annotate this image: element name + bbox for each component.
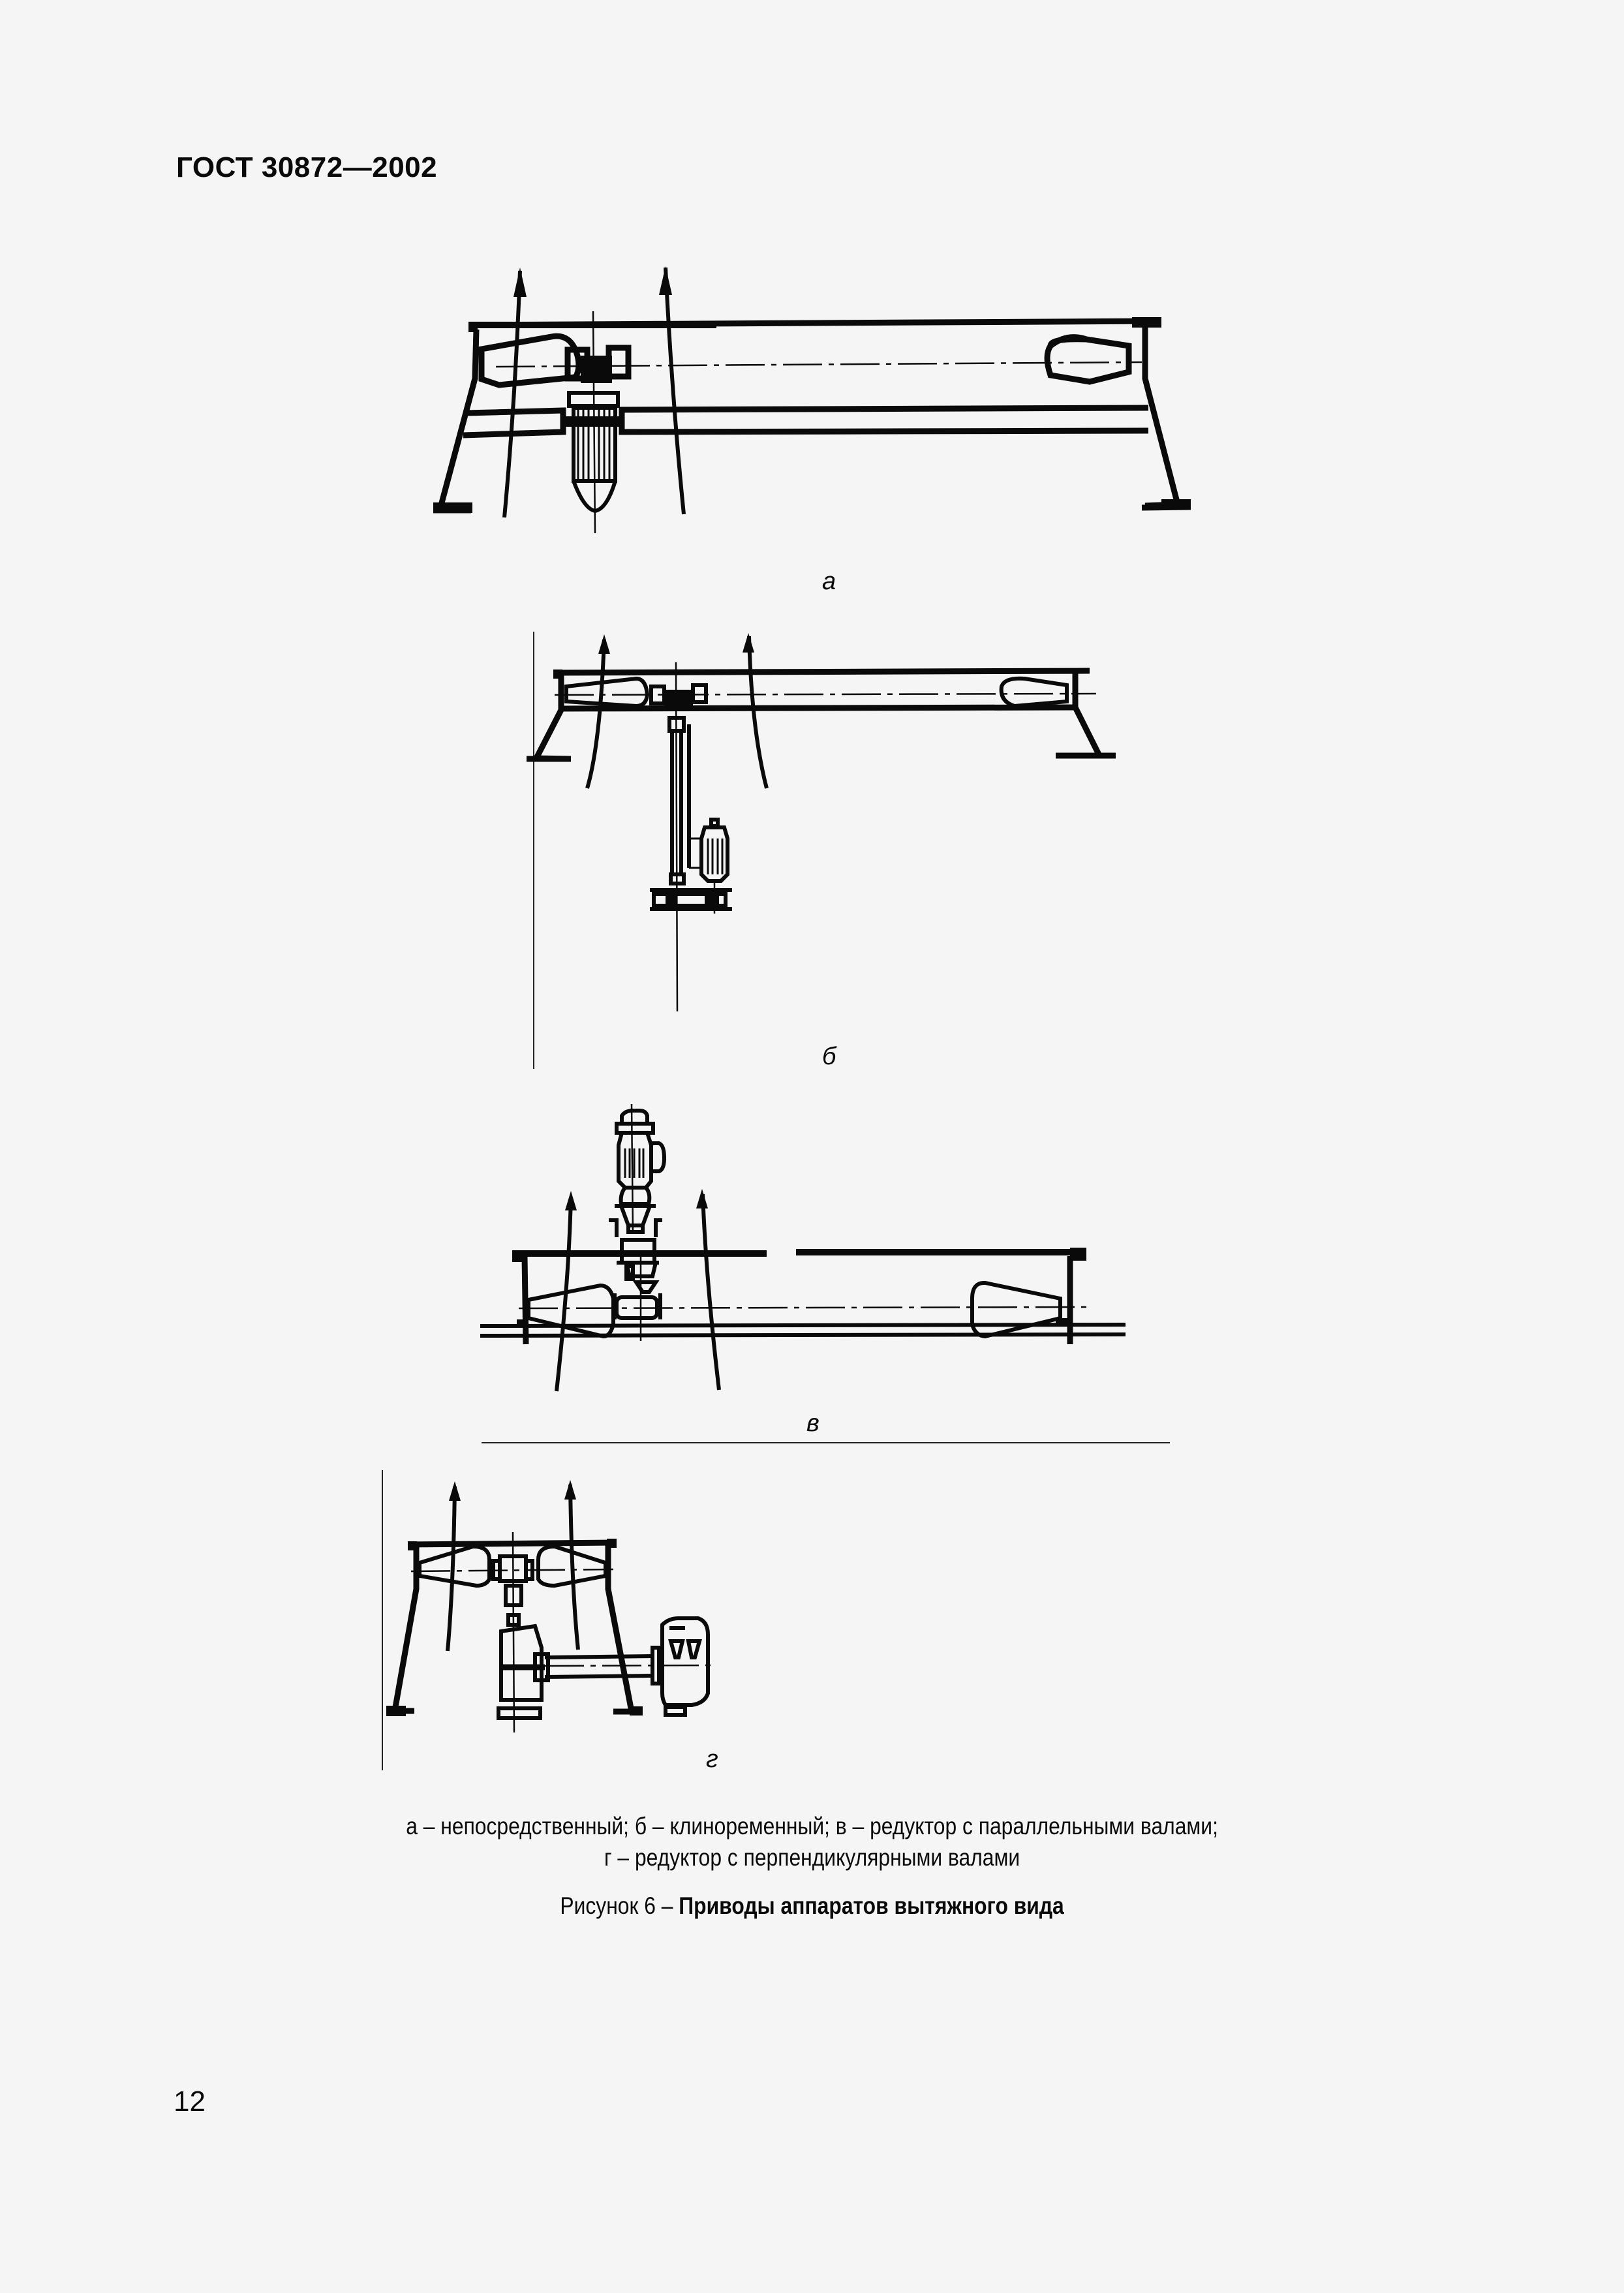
document-header: ГОСТ 30872—2002 — [176, 151, 438, 183]
figure-legend: а – непосредственный; б – клиноременный;… — [114, 1811, 1510, 1873]
subfigure-label-v: в — [806, 1409, 820, 1437]
figure-legend-line-2: г – редуктор с перпендикулярными валами — [604, 1844, 1020, 1871]
figure-legend-line-1: а – непосредственный; б – клиноременный;… — [406, 1813, 1218, 1839]
figure-title: Приводы аппаратов вытяжного вида — [679, 1892, 1064, 1919]
diagram-b-vbelt-drive — [509, 613, 1161, 1031]
diagram-a-direct-drive — [424, 248, 1240, 561]
motor-icon — [689, 818, 729, 914]
margin-line-g — [382, 1470, 383, 1770]
motor-icon — [651, 1616, 710, 1717]
diagram-g-perpendicular-gearbox — [378, 1455, 1279, 1755]
fan-drive-diagram-g — [386, 1480, 712, 1733]
airflow-arrow-left — [502, 268, 527, 518]
fan-drive-diagram-b — [527, 633, 1116, 1012]
airflow-arrow-right — [659, 266, 686, 515]
subfigure-label-g: г — [706, 1746, 718, 1773]
figure-separator-line — [482, 1442, 1170, 1443]
fan-drive-diagram-a — [433, 266, 1191, 534]
figure-number: Рисунок 6 – — [560, 1892, 673, 1919]
diagram-v-parallel-gearbox — [470, 1083, 1187, 1409]
figure-caption: Рисунок 6 – Приводы аппаратов вытяжного … — [114, 1892, 1510, 1920]
fan-drive-diagram-v — [480, 1103, 1126, 1392]
page-number: 12 — [174, 2085, 206, 2117]
margin-line-b — [533, 632, 534, 1069]
subfigure-label-b: б — [822, 1043, 836, 1070]
subfigure-label-a: а — [822, 568, 836, 595]
motor-icon — [615, 1109, 667, 1234]
